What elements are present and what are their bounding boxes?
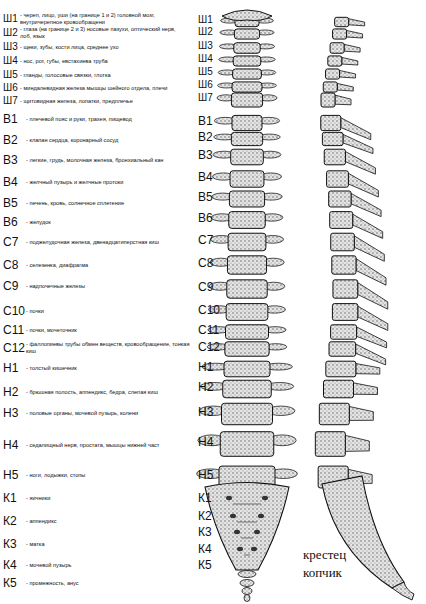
vertebra-code: Н4 xyxy=(3,439,18,451)
vertebra-code: В2 xyxy=(198,131,213,143)
vertebra-code: К5 xyxy=(3,577,17,589)
vertebra-code: Н1 xyxy=(3,362,18,374)
vertebra-code: К2 xyxy=(3,515,17,527)
organ-description: - половые органы, мочевой пузырь, колени xyxy=(26,410,194,417)
region-label: копчик xyxy=(303,566,342,579)
spine-front-view xyxy=(197,10,298,602)
vertebra-code: Ш7 xyxy=(3,96,18,106)
vertebra-code: Ш3 xyxy=(198,41,213,51)
vertebra-code: В4 xyxy=(198,171,213,183)
organ-description: - почки, мочеточник xyxy=(26,327,194,334)
vertebra-code: К1 xyxy=(198,492,212,504)
spine-side-view xyxy=(315,17,414,600)
vertebra-code: Н2 xyxy=(3,386,18,398)
vertebra-code: В5 xyxy=(3,197,18,209)
vertebra-code: Н3 xyxy=(3,407,18,419)
organ-description: - миндалевидная железа мышцы шейного отд… xyxy=(20,85,188,92)
vertebra-code: Ш5 xyxy=(198,67,213,77)
vertebra-code: В3 xyxy=(3,154,18,166)
vertebra-code: В6 xyxy=(198,212,213,224)
organ-description: - мочевой пузырь xyxy=(26,562,194,569)
vertebra-code: С10 xyxy=(198,304,220,316)
vertebra-code: Ш1 xyxy=(198,15,213,25)
vertebra-code: К1 xyxy=(3,492,17,504)
organ-description: - толстый кишечник xyxy=(26,365,194,372)
organ-description: - плечевой пояс и руки, трахея, пищевод xyxy=(26,116,194,123)
vertebra-code: В1 xyxy=(198,115,213,127)
organ-description: - череп, лицо, уши (на границе 1 и 2) го… xyxy=(20,12,188,26)
organ-description: - щеки, зубы, кости лица, среднее ухо xyxy=(20,44,188,51)
organ-description: - промежность, анус xyxy=(26,580,194,587)
organ-description: - щитовидная железа, лопатки, предплечье xyxy=(20,98,188,105)
organ-description: - яичники xyxy=(26,495,194,502)
vertebra-code: Ш4 xyxy=(198,54,213,64)
organ-description: - печень, кровь, солнечное сплетение xyxy=(26,200,194,207)
vertebra-code: С12 xyxy=(3,342,25,354)
organ-description: - матка xyxy=(26,541,194,548)
vertebra-code: С11 xyxy=(3,324,24,336)
vertebra-code: Ш1 xyxy=(3,14,18,24)
vertebra-code: В2 xyxy=(3,134,18,146)
organ-description: - глаза (на границе 2 и 3) носовые пазух… xyxy=(20,26,188,40)
organ-description: - почки xyxy=(26,308,194,315)
vertebra-code: С9 xyxy=(3,280,18,292)
vertebra-code: С8 xyxy=(3,259,18,271)
vertebra-code: В1 xyxy=(3,113,18,125)
vertebra-code: С8 xyxy=(198,257,213,269)
organ-description: - седалищный нерв, простата, мышцы нижне… xyxy=(26,442,194,449)
organ-description: - желчный пузырь и желчные протоки xyxy=(26,179,194,186)
organ-description: - аппендикс xyxy=(26,518,194,525)
vertebra-code: В5 xyxy=(198,191,213,203)
organ-description: - селезенка, диафрагма xyxy=(26,262,194,269)
vertebra-code: К4 xyxy=(198,543,212,555)
vertebra-code: Ш2 xyxy=(3,28,18,38)
organ-description: - гланды, голосовые связки, глотка xyxy=(20,72,188,79)
vertebra-code: Н4 xyxy=(198,436,213,448)
vertebra-code: Ш5 xyxy=(3,70,18,80)
vertebra-code: К3 xyxy=(198,526,212,538)
vertebra-code: С7 xyxy=(3,236,18,248)
vertebra-code: Н3 xyxy=(198,406,213,418)
vertebra-code: Ш3 xyxy=(3,42,18,52)
organ-description: - фаллопиевы трубы обмен веществ, кровоо… xyxy=(26,341,194,355)
vertebra-code: Ш6 xyxy=(198,80,213,90)
vertebra-code: Н5 xyxy=(3,469,18,481)
organ-description: - желудок xyxy=(26,219,194,226)
vertebra-code: Ш6 xyxy=(3,83,18,93)
vertebra-code: Ш2 xyxy=(198,27,213,37)
vertebra-code: Н5 xyxy=(198,469,213,481)
vertebra-code: В6 xyxy=(3,216,18,228)
organ-description: - ноги, лодыжки, стопы xyxy=(26,472,194,479)
vertebra-code: В3 xyxy=(198,149,213,161)
vertebra-code: С11 xyxy=(198,324,219,336)
vertebra-code: В4 xyxy=(3,176,18,188)
vertebra-code: С9 xyxy=(198,281,213,293)
vertebra-code: К3 xyxy=(3,538,17,550)
organ-description: - клапан сердца, коронарный сосуд xyxy=(26,137,194,144)
organ-description: - брюшная полость, аппендикс, бедра, сле… xyxy=(26,389,194,396)
vertebra-code: К5 xyxy=(198,559,212,571)
region-label: крестец xyxy=(303,548,346,561)
vertebra-code: Н1 xyxy=(198,361,213,373)
vertebra-code: К4 xyxy=(3,559,17,571)
organ-description: - поджелудочная железа, двенадцатиперстн… xyxy=(26,239,194,246)
organ-description: - нос, рот, губы, евстахиева труба xyxy=(20,58,188,65)
vertebra-code: С12 xyxy=(198,341,220,353)
vertebra-code: Н2 xyxy=(198,381,213,393)
organ-description: - легкие, грудь, молочная железа, бронхи… xyxy=(26,157,194,164)
vertebra-code: К2 xyxy=(198,510,212,522)
vertebra-code: С7 xyxy=(198,234,213,246)
vertebra-code: Ш4 xyxy=(3,56,18,66)
vertebra-code: С10 xyxy=(3,305,25,317)
organ-description: - надпочечные железы xyxy=(26,283,194,290)
vertebra-code: Ш7 xyxy=(198,93,213,103)
